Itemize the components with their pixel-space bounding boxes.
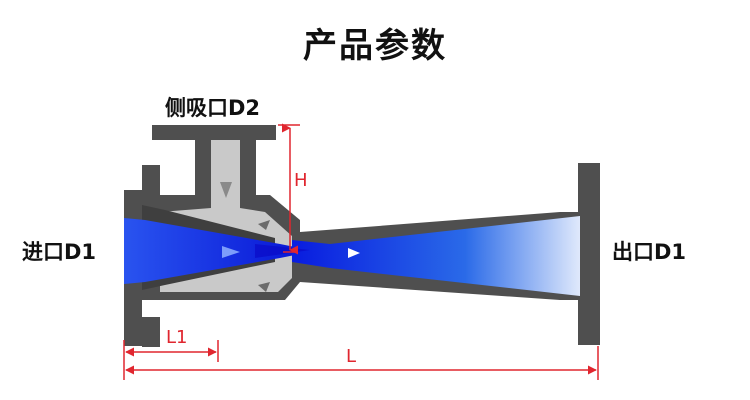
suction-flow-arrow-small xyxy=(258,220,270,230)
suction-flow-arrow xyxy=(220,182,232,198)
dimension-l1-label: L1 xyxy=(166,327,187,348)
dimension-h: H xyxy=(278,123,308,255)
dimension-l1: L1 xyxy=(123,327,219,362)
page-title: 产品参数 xyxy=(303,26,447,66)
side-inlet-flange xyxy=(152,125,276,140)
outlet-flange xyxy=(578,163,600,345)
diffuser-flow xyxy=(292,216,580,296)
dimension-h-label: H xyxy=(294,170,308,191)
primary-jet-flow xyxy=(124,218,300,284)
inlet-label: 进口D1 xyxy=(22,240,97,264)
outlet-flow-arrow xyxy=(348,248,360,258)
nozzle-wall-top xyxy=(142,205,275,244)
outlet-label: 出口D1 xyxy=(612,240,687,264)
dimension-l: L xyxy=(123,346,599,380)
inlet-flow-arrow xyxy=(222,246,240,258)
side-inlet-label: 侧吸口D2 xyxy=(165,96,261,120)
dimension-l-label: L xyxy=(346,346,356,367)
suction-flow-arrow-small xyxy=(258,282,270,292)
